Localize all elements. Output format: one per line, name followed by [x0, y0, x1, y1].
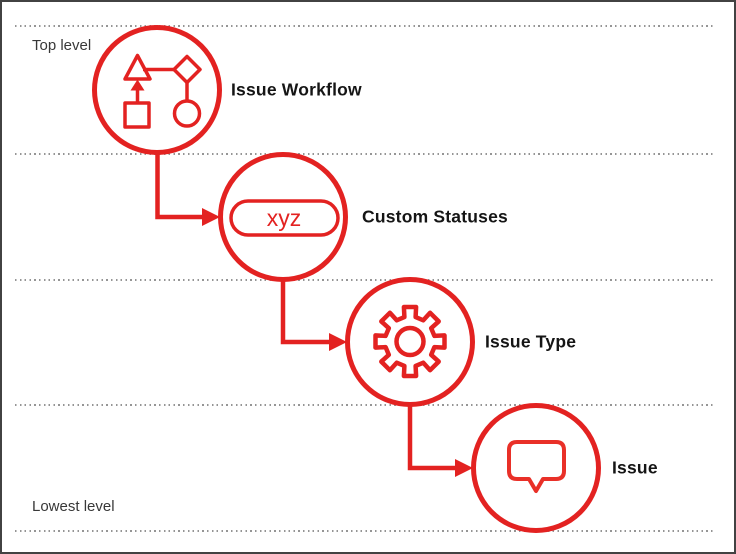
- node-issue: [471, 403, 601, 533]
- node-label-custom-statuses: Custom Statuses: [362, 206, 508, 227]
- connector-type-to-issue: [407, 404, 456, 471]
- connector-workflow-to-statuses: [155, 152, 203, 220]
- node-circle: [345, 277, 475, 407]
- workflow-icon: [123, 53, 202, 129]
- arrowhead-icon: [329, 333, 347, 351]
- node-label-issue-type: Issue Type: [485, 331, 577, 352]
- node-issue-type: [345, 277, 475, 407]
- node-custom-statuses: xyz: [218, 152, 348, 282]
- arrowhead-icon: [202, 208, 220, 226]
- node-issue-workflow: [92, 25, 222, 155]
- status-pill-text: xyz: [267, 205, 302, 231]
- connector-statuses-to-type: [280, 279, 330, 345]
- lowest-level-label: Lowest level: [32, 498, 115, 515]
- node-circle: [471, 403, 601, 533]
- arrowhead-icon: [455, 459, 473, 477]
- level-divider-4: [15, 404, 715, 406]
- level-divider-3: [15, 279, 715, 281]
- status-pill-icon: xyz: [229, 199, 340, 237]
- speech-bubble-icon: [507, 440, 566, 493]
- node-circle: [218, 152, 348, 282]
- node-label-issue: Issue: [612, 457, 658, 478]
- top-level-label: Top level: [32, 37, 92, 54]
- level-divider-2: [15, 153, 715, 155]
- gear-icon: [373, 304, 447, 379]
- node-circle: [92, 25, 222, 155]
- level-divider-5: [15, 530, 715, 532]
- level-divider-1: [15, 25, 715, 27]
- node-label-issue-workflow: Issue Workflow: [231, 79, 362, 100]
